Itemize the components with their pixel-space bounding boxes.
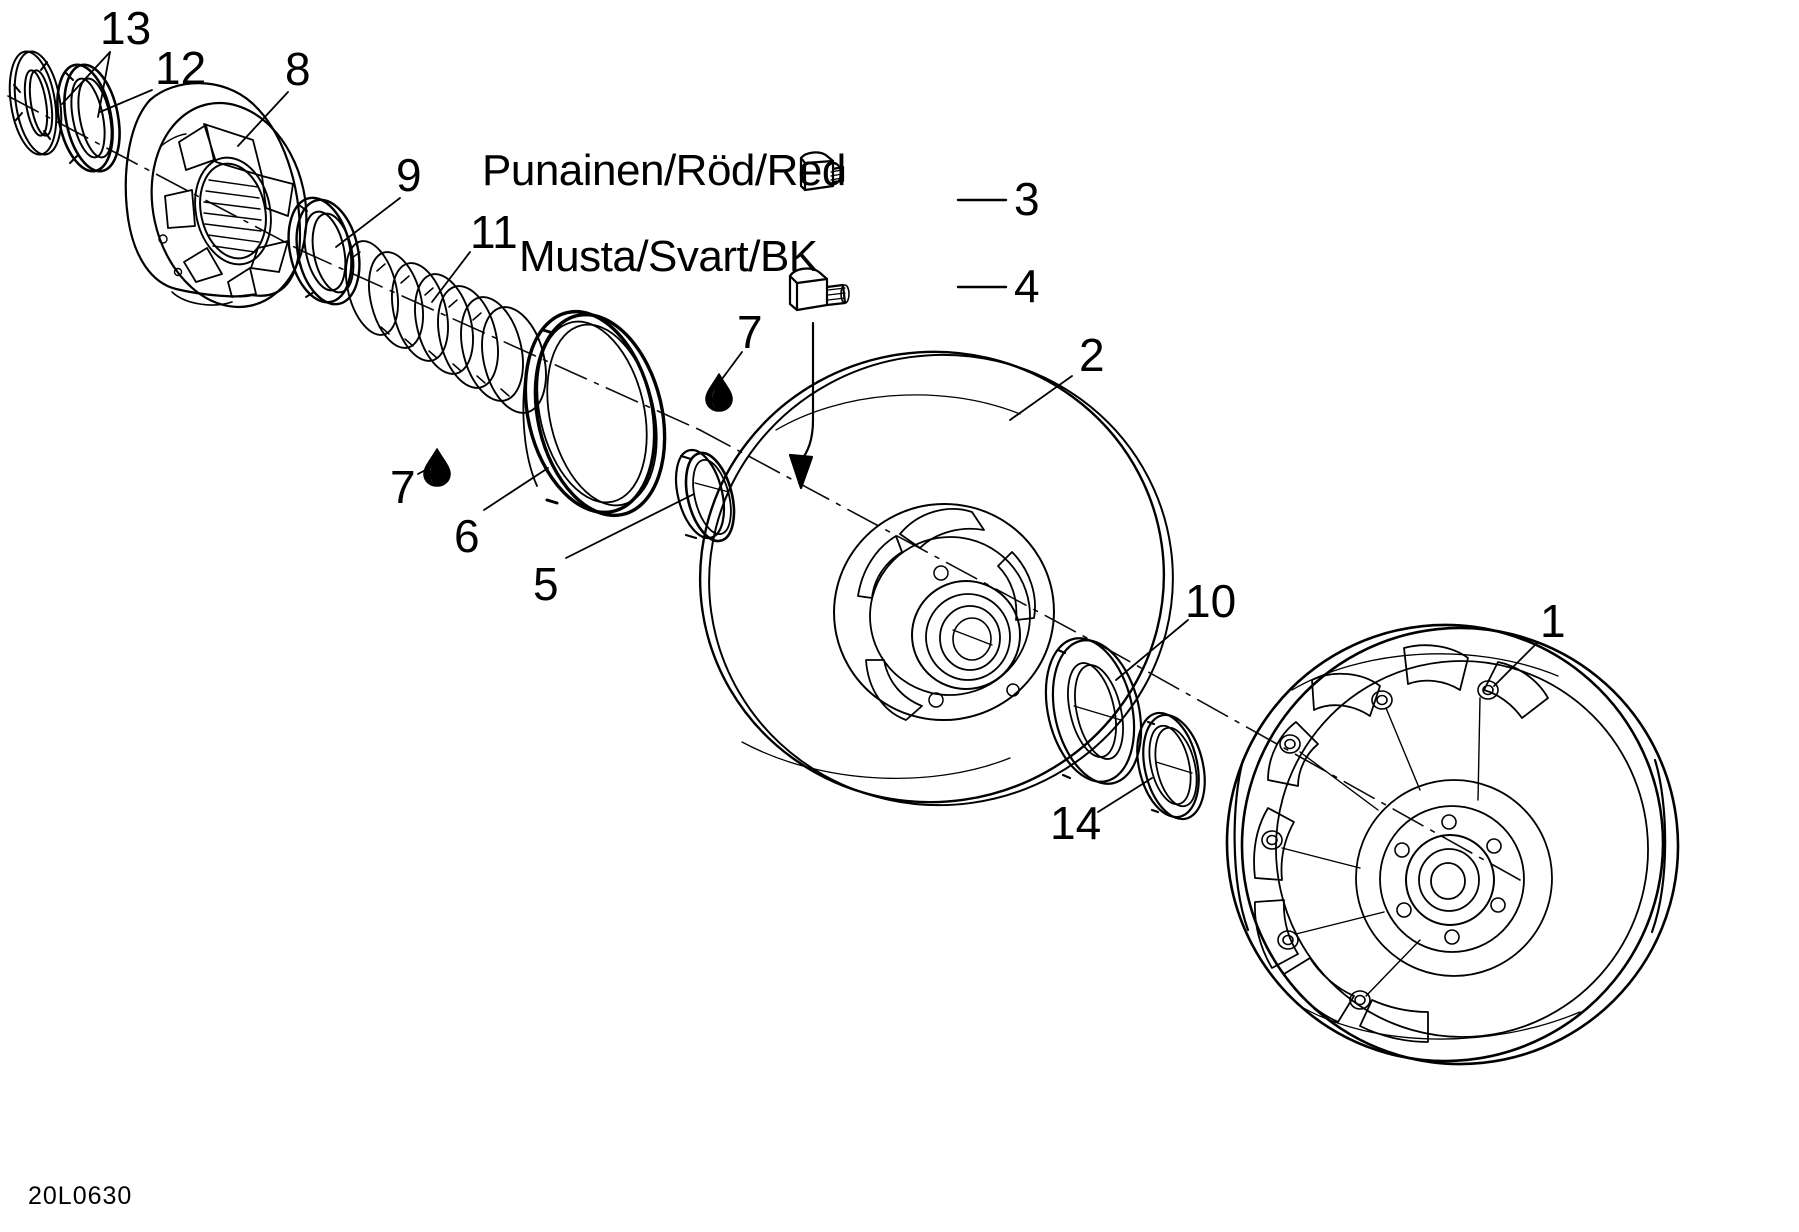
wire-label-leader-lines: [956, 198, 1008, 289]
callout-3: 3: [1014, 173, 1040, 225]
wire-label-black: Musta/Svart/BK: [519, 232, 818, 281]
part-14-shim-washer: [1136, 711, 1206, 821]
callout-14: 14: [1050, 797, 1102, 849]
callout-1: 1: [1540, 595, 1566, 647]
part-6-sliding-sheave-ring: [522, 309, 667, 518]
callout-7-upper: 7: [737, 306, 763, 358]
callout-5: 5: [533, 558, 559, 610]
callout-13: 13: [100, 2, 152, 54]
callout-6: 6: [454, 510, 480, 562]
callout-10: 10: [1185, 575, 1237, 627]
callout-9: 9: [396, 149, 422, 201]
wire-label-red: Punainen/Röd/Red: [482, 146, 846, 195]
oil-drop-icon-lower: [423, 448, 451, 487]
connector-plug-icon-red: [799, 151, 845, 192]
center-axis-line: [7, 95, 1521, 881]
callout-leader-lines: [61, 51, 1539, 813]
part-2-movable-sheave: [698, 350, 1174, 807]
drawing-id-watermark: 20L0630: [28, 1182, 133, 1210]
callout-7-lower: 7: [390, 461, 416, 513]
connector-plug-icon-black: [788, 267, 850, 312]
part-1-fixed-sheave-assembly: [1225, 623, 1680, 1066]
callout-11: 11: [470, 206, 518, 258]
part-13-retaining-ring: [8, 50, 63, 156]
callout-4: 4: [1014, 260, 1040, 312]
callout-8: 8: [285, 43, 311, 95]
callout-12: 12: [155, 42, 207, 94]
part-12-sealing-ring: [56, 63, 121, 173]
part-8-roller-cam-housing: [124, 82, 308, 309]
oil-drop-icon-upper: [705, 373, 733, 412]
callout-2: 2: [1079, 329, 1105, 381]
part-10-thrust-washer: [1044, 637, 1143, 785]
black-wire-routing-arrow: [788, 321, 815, 490]
part-9-spring-seat-collar: [287, 196, 361, 306]
